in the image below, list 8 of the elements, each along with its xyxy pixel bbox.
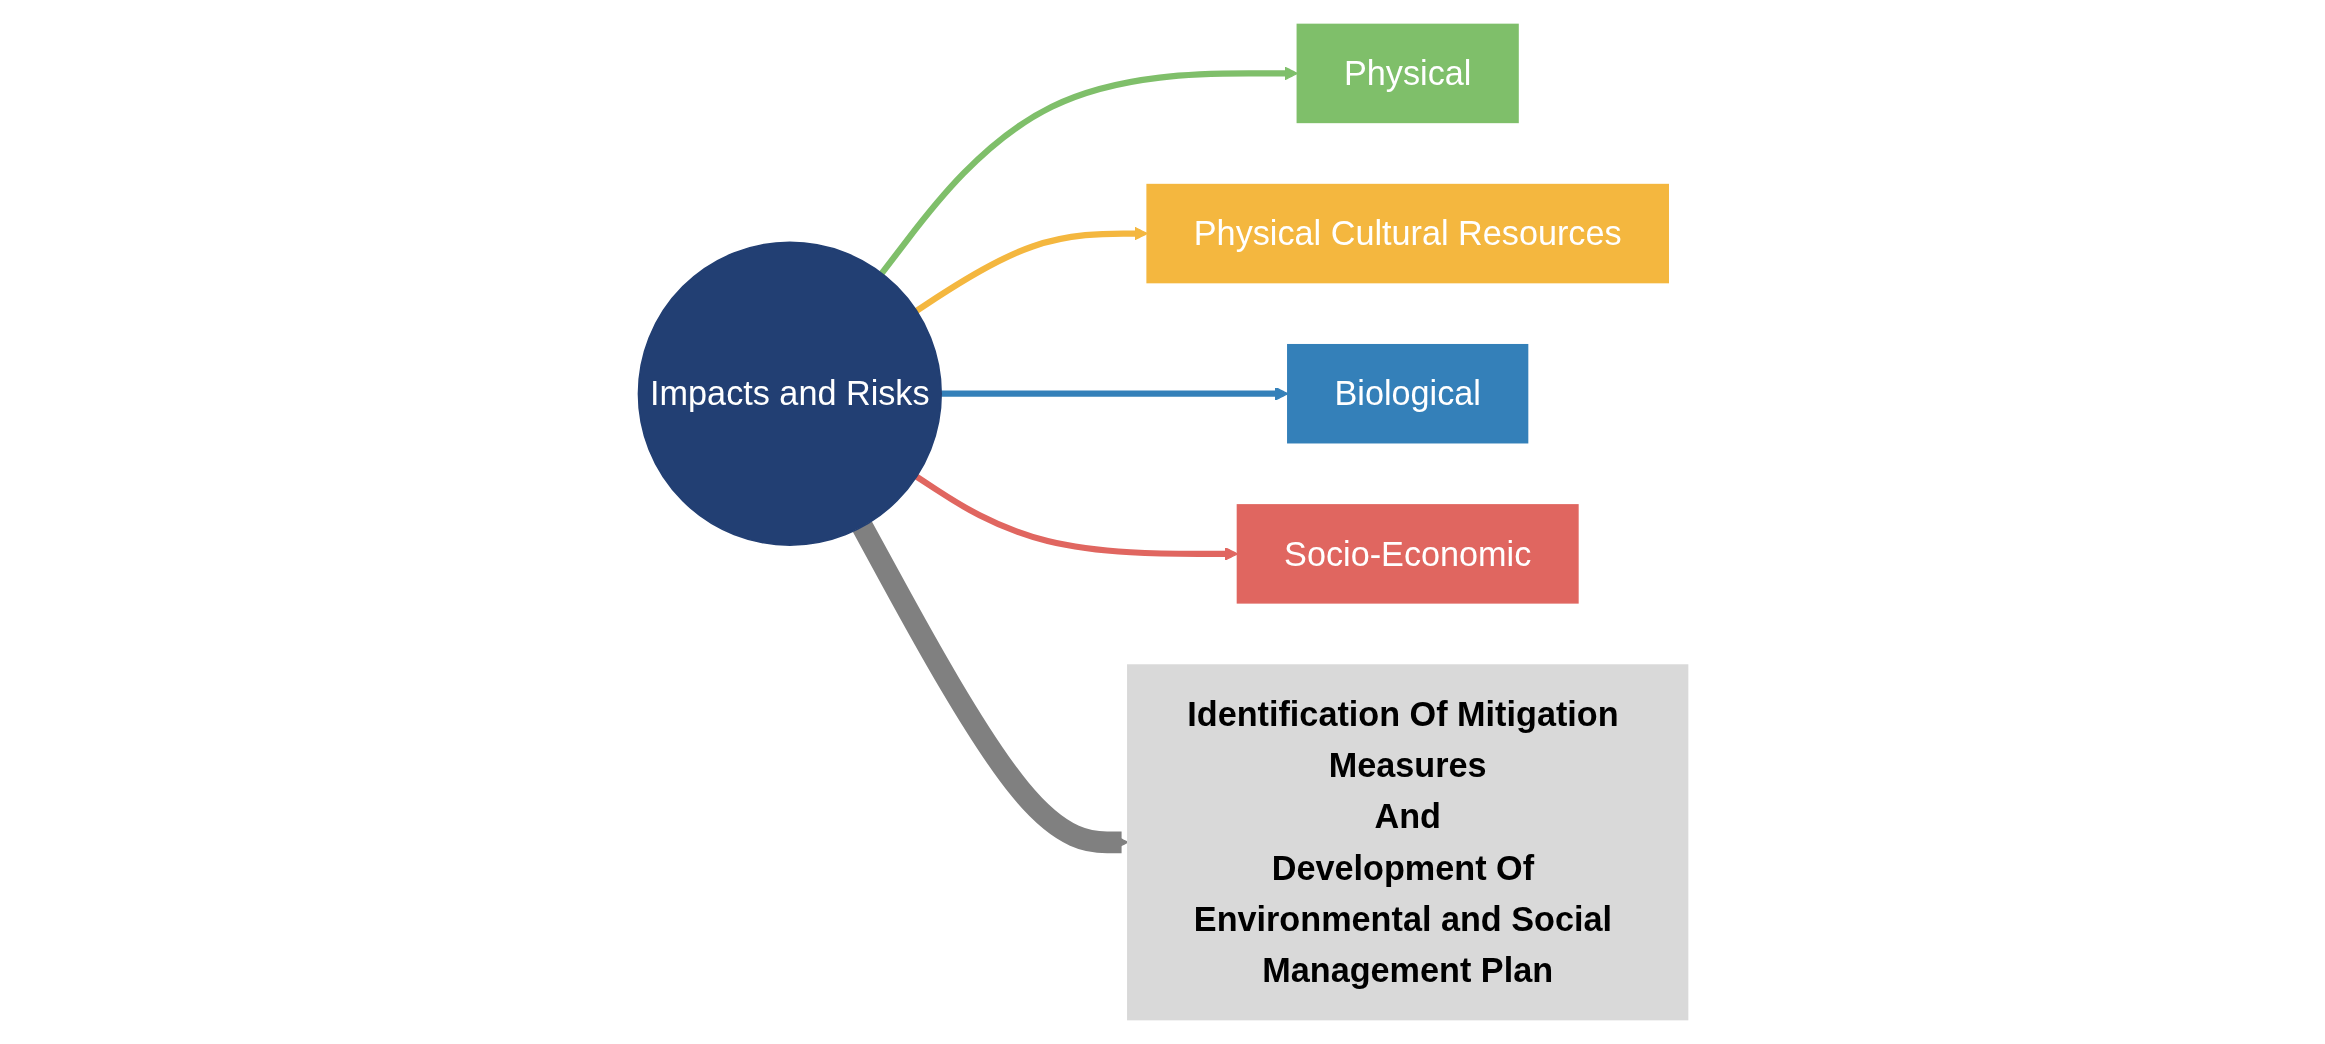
node-box: Socio-Economic xyxy=(1236,504,1579,604)
node-box: Physical xyxy=(1296,23,1519,124)
node-box: Physical Cultural Resources xyxy=(1145,183,1669,284)
arrow xyxy=(940,386,1288,401)
node-box: Biological xyxy=(1286,343,1528,444)
node-box: Identification Of Mitigation Measures And Development Of Environmental and Social Management Plan xyxy=(1126,664,1688,1021)
node-circle: Impacts and Risks xyxy=(637,241,942,546)
arrow xyxy=(852,521,1128,854)
